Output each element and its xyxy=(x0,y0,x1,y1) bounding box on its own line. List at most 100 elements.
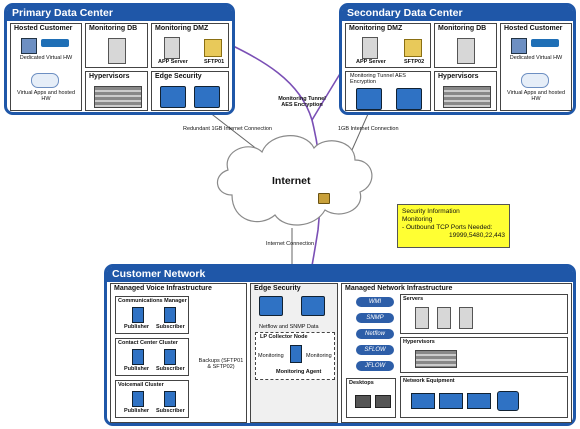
server-icon xyxy=(511,38,527,54)
firewall-icon xyxy=(301,296,325,316)
primary-hosted-customer: Hosted Customer Dedicated Virtual HW Vir… xyxy=(10,23,82,111)
netflow-pill: Netflow xyxy=(356,329,394,339)
firewall-icon xyxy=(160,86,186,108)
primary-dc-title: Primary Data Center xyxy=(7,6,232,21)
switch-icon xyxy=(531,39,559,47)
comm-manager-box: Communications Manager Publisher Subscri… xyxy=(115,296,189,334)
cloud-apps-icon xyxy=(521,73,549,88)
customer-edge-security: Edge Security Netflow and SNMP Data LP C… xyxy=(250,283,338,423)
sftp-folder-icon xyxy=(404,39,422,57)
primary-edge-security: Edge Security xyxy=(151,71,229,111)
primary-hypervisors-title: Hypervisors xyxy=(89,73,130,80)
comm-manager-title: Communications Manager xyxy=(118,298,187,304)
app-server-icon xyxy=(362,37,378,59)
secondary-tunnel-label: Monitoring Tunnel AES Encryption xyxy=(350,73,406,85)
redundant-connection-label: Redundant 1GB Internet Connection xyxy=(183,126,272,132)
sftp-folder-icon xyxy=(204,39,222,57)
network-title: Managed Network Infrastructure xyxy=(345,285,453,292)
server-icon xyxy=(459,307,473,329)
secondary-hypervisors-title: Hypervisors xyxy=(438,73,479,80)
firewall-icon xyxy=(194,86,220,108)
note-line-2: Monitoring xyxy=(402,216,433,223)
laptop-icon xyxy=(375,395,391,408)
monitoring-left-label: Monitoring xyxy=(258,353,284,359)
rack-server-icon xyxy=(94,86,142,108)
lock-icon xyxy=(318,193,330,204)
firewall-icon xyxy=(356,88,382,110)
network-equipment-title: Network Equipment xyxy=(403,378,455,384)
primary-virtual-apps-label: Virtual Apps and hosted HW xyxy=(17,90,75,102)
desktops-box: Desktops xyxy=(346,378,396,418)
secondary-monitoring-db-title: Monitoring DB xyxy=(438,25,487,32)
cloud-apps-icon xyxy=(31,73,59,88)
subscriber-label: Subscriber xyxy=(156,366,185,372)
network-hypervisors-box: Hypervisors xyxy=(400,337,568,373)
primary-dedicated-hw-label: Dedicated Virtual HW xyxy=(19,55,73,61)
rack-server-icon xyxy=(443,86,491,108)
netflow-snmp-label: Netflow and SNMP Data xyxy=(259,324,319,330)
access-point-icon xyxy=(497,391,519,411)
subscriber-label: Subscriber xyxy=(156,324,185,330)
primary-data-center: Primary Data Center Hosted Customer Dedi… xyxy=(4,3,235,115)
secondary-sftp-label: SFTP02 xyxy=(404,59,425,65)
publisher-label: Publisher xyxy=(124,408,150,414)
switch-icon xyxy=(41,39,69,47)
secondary-monitoring-dmz-title: Monitoring DMZ xyxy=(349,25,403,32)
switch-icon xyxy=(411,393,435,409)
rack-server-icon xyxy=(415,350,457,368)
secondary-tunnel-box: Monitoring Tunnel AES Encryption xyxy=(345,71,431,111)
contact-center-box: Contact Center Cluster Publisher Subscri… xyxy=(115,338,189,376)
secondary-hypervisors: Hypervisors xyxy=(434,71,497,111)
switch-icon xyxy=(439,393,463,409)
note-line-3: - Outbound TCP Ports Needed: xyxy=(402,224,493,231)
internet-connection-label: Internet Connection xyxy=(266,241,315,247)
server-icon xyxy=(132,391,144,407)
jflow-pill: JFLOW xyxy=(356,361,394,371)
collector-title: LP Collector Node xyxy=(260,334,308,340)
secondary-app-server-label: APP Server xyxy=(356,59,386,65)
voicemail-box: Voicemail Cluster Publisher Subscriber xyxy=(115,380,189,418)
server-icon xyxy=(164,391,176,407)
primary-monitoring-db: Monitoring DB xyxy=(85,23,148,68)
security-note: Security Information Monitoring - Outbou… xyxy=(397,204,510,248)
agent-label: Monitoring Agent xyxy=(276,369,322,375)
secondary-data-center: Secondary Data Center Monitoring DMZ APP… xyxy=(339,3,576,115)
secondary-hosted-customer: Hosted Customer Dedicated Virtual HW Vir… xyxy=(500,23,572,111)
firewall-icon xyxy=(396,88,422,110)
network-equipment-box: Network Equipment xyxy=(400,376,568,418)
secondary-monitoring-db: Monitoring DB xyxy=(434,23,497,68)
note-line-4: 19999,5480,22,443 xyxy=(448,232,505,239)
secondary-dc-title: Secondary Data Center xyxy=(342,6,573,21)
secondary-hosted-customer-title: Hosted Customer xyxy=(504,25,563,32)
secondary-virtual-apps-label: Virtual Apps and hosted HW xyxy=(507,90,565,102)
sflow-pill: SFLOW xyxy=(356,345,394,355)
one-gb-connection-label: 1GB Internet Connection xyxy=(338,126,399,132)
voicemail-title: Voicemail Cluster xyxy=(118,382,164,388)
publisher-label: Publisher xyxy=(124,324,150,330)
server-icon xyxy=(437,307,451,329)
database-server-icon xyxy=(457,38,475,64)
server-icon xyxy=(164,349,176,365)
server-icon xyxy=(132,307,144,323)
secondary-monitoring-dmz: Monitoring DMZ APP Server SFTP02 xyxy=(345,23,431,68)
backups-label: Backups (SFTP01 & SFTP02) xyxy=(198,358,244,370)
primary-app-server-label: APP Server xyxy=(158,59,188,65)
primary-edge-security-title: Edge Security xyxy=(155,73,202,80)
secondary-dedicated-hw-label: Dedicated Virtual HW xyxy=(509,55,563,61)
contact-center-title: Contact Center Cluster xyxy=(118,340,178,346)
agent-server-icon xyxy=(290,345,302,363)
router-icon xyxy=(467,393,491,409)
servers-box: Servers xyxy=(400,294,568,334)
customer-network-title: Customer Network xyxy=(107,267,573,282)
monitoring-right-label: Monitoring xyxy=(306,353,332,359)
note-line-1: Security Information xyxy=(402,208,460,215)
primary-hosted-customer-title: Hosted Customer xyxy=(14,25,73,32)
app-server-icon xyxy=(164,37,180,59)
collector-node-box: LP Collector Node Monitoring Monitoring … xyxy=(255,332,335,380)
managed-voice-infrastructure: Managed Voice Infrastructure Communicati… xyxy=(110,283,247,423)
firewall-icon xyxy=(259,296,283,316)
network-hypervisors-title: Hypervisors xyxy=(403,339,435,345)
subscriber-label: Subscriber xyxy=(156,408,185,414)
primary-sftp-label: SFTP01 xyxy=(204,59,225,65)
tunnel-label: Monitoring Tunnel AES Encryption xyxy=(278,96,326,108)
